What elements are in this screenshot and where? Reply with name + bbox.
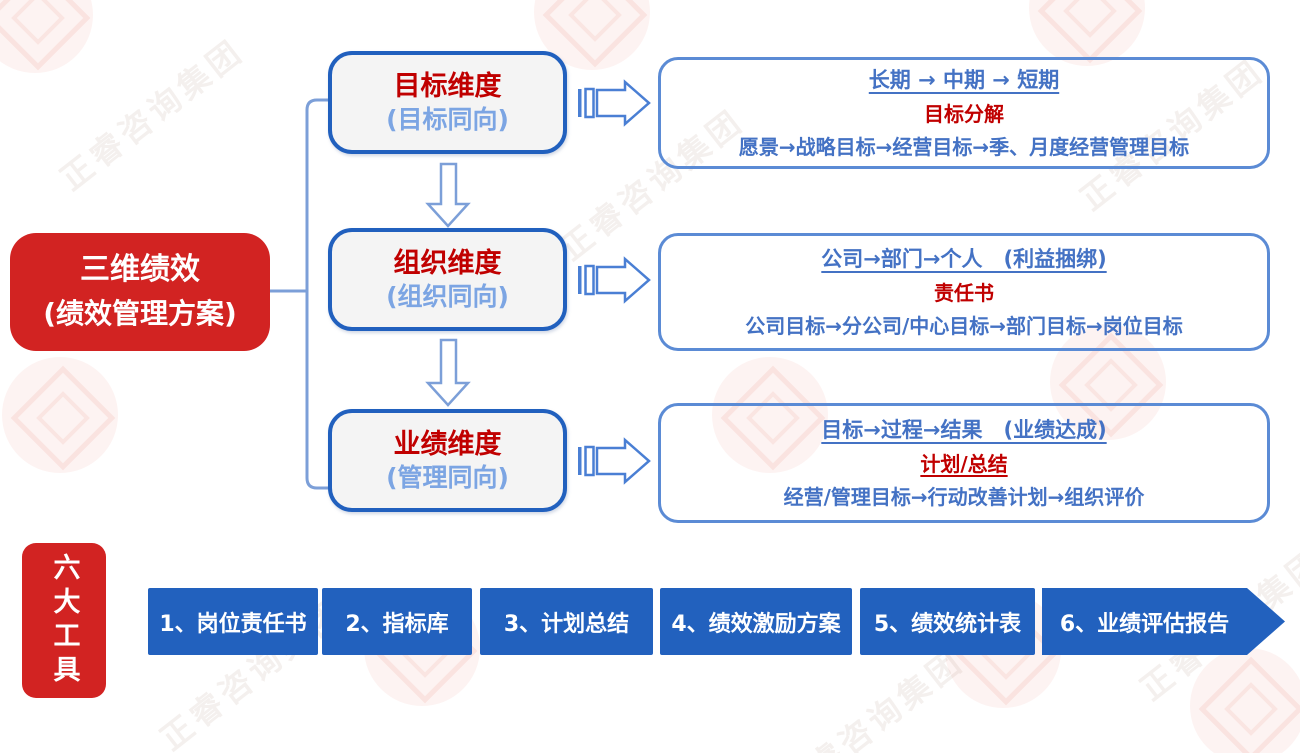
tool-item-3: 3、计划总结: [480, 588, 653, 655]
brand-logo-watermark: [1190, 648, 1300, 753]
dim-title: 组织维度: [393, 247, 502, 279]
panel-line2: 责任书: [934, 280, 994, 305]
dim-subtitle: (组织同向): [386, 281, 509, 311]
brand-text-watermark: 正睿咨询集团: [53, 31, 252, 198]
brand-logo-watermark: [2, 357, 118, 473]
panel-line2: 目标分解: [924, 101, 1004, 126]
striped-right-arrow-icon: [578, 256, 651, 304]
dim-title: 业绩维度: [393, 428, 502, 460]
down-arrow-icon: [425, 338, 471, 407]
striped-right-arrow-icon: [578, 79, 651, 127]
tool-item-2: 2、指标库: [322, 588, 472, 655]
panel-line1: 公司→部门→个人 (利益捆绑): [821, 246, 1107, 271]
panel-line3: 经营/管理目标→行动改善计划→组织评价: [783, 484, 1145, 509]
dim-box-organization: 组织维度 (组织同向): [328, 228, 567, 331]
tool-item-1: 1、岗位责任书: [148, 588, 318, 655]
panel-line1: 长期 → 中期 → 短期: [868, 67, 1060, 92]
panel-line2: 计划/总结: [920, 451, 1008, 476]
tools-header-six-tools: 六大工具: [22, 543, 106, 698]
dim-title: 目标维度: [393, 70, 502, 102]
root-box-three-dim-performance: 三维绩效 (绩效管理方案): [10, 233, 270, 351]
panel-line1: 目标→过程→结果 (业绩达成): [821, 417, 1107, 442]
root-title: 三维绩效: [80, 252, 200, 287]
brand-logo-watermark: [1050, 324, 1166, 440]
tool-item-5: 5、绩效统计表: [860, 588, 1035, 655]
panel-goal: 长期 → 中期 → 短期 目标分解 愿景→战略目标→经营目标→季、月度经营管理目…: [658, 57, 1270, 169]
brand-logo-watermark: [0, 0, 93, 73]
dim-box-goal: 目标维度 (目标同向): [328, 51, 567, 154]
down-arrow-icon: [425, 162, 471, 228]
panel-line3: 愿景→战略目标→经营目标→季、月度经营管理目标: [738, 134, 1190, 159]
tool-item-4: 4、绩效激励方案: [660, 588, 852, 655]
striped-right-arrow-icon: [578, 437, 651, 485]
dim-subtitle: (目标同向): [386, 104, 509, 134]
panel-line3: 公司目标→分公司/中心目标→部门目标→岗位目标: [745, 313, 1183, 338]
dim-box-performance: 业绩维度 (管理同向): [328, 409, 567, 512]
panel-organization: 公司→部门→个人 (利益捆绑) 责任书 公司目标→分公司/中心目标→部门目标→岗…: [658, 233, 1270, 351]
panel-performance: 目标→过程→结果 (业绩达成) 计划/总结 经营/管理目标→行动改善计划→组织评…: [658, 403, 1270, 523]
tool-item-6: 6、业绩评估报告: [1042, 588, 1285, 655]
dim-subtitle: (管理同向): [386, 462, 509, 492]
root-subtitle: (绩效管理方案): [43, 297, 237, 330]
brand-logo-watermark: [712, 357, 828, 473]
